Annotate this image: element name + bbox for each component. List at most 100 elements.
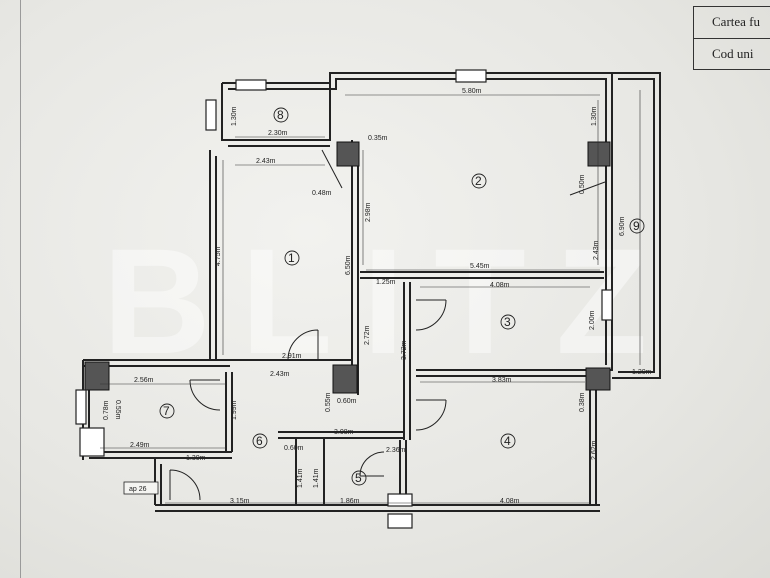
- column: [332, 364, 358, 394]
- dim-label: 1.41m: [297, 468, 304, 488]
- dim-label: 2.43m: [270, 371, 290, 378]
- columns: [84, 141, 611, 394]
- window: [79, 427, 105, 457]
- dim-label: 2.00m: [589, 310, 596, 330]
- dim-label: 2.62m: [591, 440, 598, 460]
- dim-label: 1.99m: [231, 400, 238, 420]
- dim-label: 5.80m: [462, 88, 482, 95]
- room-circle: [284, 250, 300, 266]
- wall-room-4-east: [589, 378, 597, 505]
- dim-label: 0.55m: [114, 400, 121, 420]
- wall-room-1-east: [351, 140, 359, 395]
- room-numbers: 1 2 3 4 5 6 7 8 9: [163, 108, 640, 485]
- wall-room-8: [221, 83, 331, 141]
- dim-label: 1.30m: [186, 455, 206, 462]
- door-room-5: [359, 451, 385, 477]
- windows: [75, 69, 613, 529]
- dim-label: 3.15m: [230, 498, 250, 505]
- dim-label: 0.35m: [368, 135, 388, 142]
- wall-room-7-east: [225, 372, 233, 452]
- dim-label: 2.43m: [256, 158, 276, 165]
- wall-room-7-south: [89, 451, 232, 459]
- dim-label: 0.50m: [579, 174, 586, 194]
- dim-label: 2.91m: [282, 353, 302, 360]
- title-block-row-2: Cod uni: [693, 37, 770, 70]
- dim-label: 3.08m: [334, 429, 354, 436]
- room-number-1: 1: [288, 251, 295, 265]
- dimension-lines: [100, 90, 641, 504]
- room-circle: [500, 314, 516, 330]
- dim-label: 6.50m: [345, 255, 352, 275]
- window: [205, 99, 217, 131]
- window: [601, 289, 613, 321]
- dim-label: 4.08m: [500, 498, 520, 505]
- room-number-3: 3: [504, 315, 511, 329]
- dim-label: 4.75m: [215, 246, 222, 266]
- dim-label: 0.60m: [284, 445, 304, 452]
- dim-label: 1.86m: [340, 498, 360, 505]
- wall-outer-north-inner: [228, 78, 607, 365]
- apartment-label: ap 26: [129, 486, 147, 493]
- column: [587, 141, 611, 167]
- dim-label: 1.41m: [313, 468, 320, 488]
- wall-room-5-north: [278, 431, 404, 439]
- wall-outer-south: [155, 504, 600, 512]
- window: [235, 79, 267, 91]
- page-margin-line: [20, 0, 21, 578]
- dim-label: 0.60m: [337, 398, 357, 405]
- title-block-row-1: Cartea fu: [693, 6, 770, 39]
- wall-room-3-south: [416, 369, 592, 377]
- dim-label: 2.30m: [268, 130, 288, 137]
- room-circle: [252, 433, 268, 449]
- room-number-5: 5: [355, 471, 362, 485]
- dim-label: 1.30m: [231, 106, 238, 126]
- wall-balcony-9: [612, 72, 661, 379]
- dim-label: 5.45m: [470, 263, 490, 270]
- wall-entrance-west: [154, 458, 162, 505]
- window: [455, 69, 487, 83]
- room-number-4: 4: [504, 434, 511, 448]
- room-number-8: 8: [277, 108, 284, 122]
- column: [84, 361, 110, 391]
- dim-label: 1.25m: [376, 279, 396, 286]
- title-block-table: Cartea fu Cod uni: [693, 6, 770, 70]
- dim-label: 0.48m: [312, 190, 332, 197]
- room-number-9: 9: [633, 219, 640, 233]
- door-entrance: [169, 469, 201, 501]
- door-room-9: [569, 181, 606, 196]
- dim-label: 0.55m: [325, 392, 332, 412]
- dimension-labels: 5.80m 1.30m 2.30m 0.35m 1.30m 2.43m 0.48…: [103, 88, 652, 505]
- dim-label: 4.08m: [490, 282, 510, 289]
- room-circle: [351, 470, 367, 486]
- dim-label: 2.56m: [134, 377, 154, 384]
- dim-label: 2.72m: [364, 325, 371, 345]
- wall-corridor-north: [360, 271, 604, 279]
- dim-label: 1.30m: [591, 106, 598, 126]
- room-circle: [500, 433, 516, 449]
- room-number-6: 6: [256, 434, 263, 448]
- wall-balcony-9-inner: [618, 78, 655, 373]
- dim-label: 3.83m: [492, 377, 512, 384]
- wall-room-5-partitions: [295, 438, 325, 505]
- room-number-2: 2: [475, 174, 482, 188]
- dim-label: 3.72m: [401, 340, 408, 360]
- door-room-3: [415, 299, 447, 331]
- dim-label: 6.90m: [619, 216, 626, 236]
- dim-label: 0.78m: [103, 400, 110, 420]
- dim-label: 0.38m: [579, 392, 586, 412]
- window: [387, 513, 413, 529]
- window: [75, 389, 87, 425]
- door-room-2-balcony: [321, 149, 343, 189]
- window: [387, 493, 413, 507]
- wall-room-7-north: [83, 359, 352, 367]
- doors: [169, 149, 606, 501]
- door-room-1: [287, 329, 319, 361]
- room-number-circles: [159, 107, 645, 486]
- room-circle: [159, 403, 175, 419]
- wall-room-3-west: [403, 282, 411, 440]
- room-number-7: 7: [163, 404, 170, 418]
- wall-room-1-west: [209, 150, 345, 361]
- dim-label: 2.49m: [130, 442, 150, 449]
- dim-label: 2.36m: [386, 447, 406, 454]
